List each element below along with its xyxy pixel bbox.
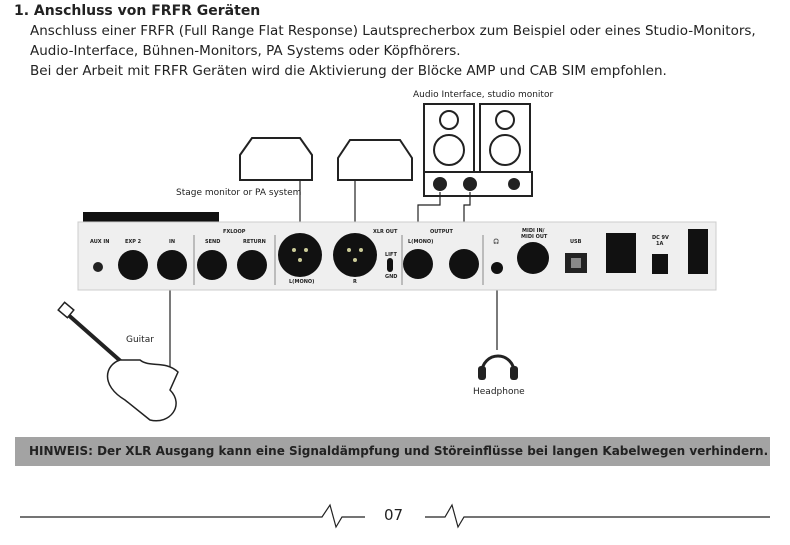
label-lift: LIFT bbox=[385, 252, 397, 258]
note-text: HINWEIS: Der XLR Ausgang kann eine Signa… bbox=[29, 444, 769, 458]
studio-monitor-icon bbox=[423, 103, 531, 173]
label-gnd: GND bbox=[385, 274, 397, 280]
label-dc: DC 9V bbox=[652, 235, 669, 241]
paragraph-line: Audio-Interface, Bühnen-Monitors, PA Sys… bbox=[30, 43, 461, 59]
rear-panel-jacks bbox=[93, 229, 708, 280]
label-fxloop: FXLOOP bbox=[223, 229, 246, 235]
label-midi: MIDI IN/ bbox=[522, 228, 545, 234]
label-output-l: L(MONO) bbox=[408, 239, 433, 245]
guitar-icon bbox=[57, 301, 179, 422]
audio-interface-label: Audio Interface, studio monitor bbox=[413, 90, 553, 100]
guitar-label: Guitar bbox=[126, 335, 154, 345]
label-aux-in: AUX IN bbox=[90, 239, 109, 245]
paragraph-line: Anschluss einer FRFR (Full Range Flat Re… bbox=[30, 23, 756, 39]
label-xlr-r: R bbox=[353, 279, 357, 285]
label-return: RETURN bbox=[243, 239, 266, 245]
headphone-icon bbox=[478, 354, 518, 380]
section-heading: 1. Anschluss von FRFR Geräten bbox=[14, 3, 261, 19]
label-output: OUTPUT bbox=[430, 229, 453, 235]
page-number: 07 bbox=[384, 506, 404, 524]
label-in: IN bbox=[169, 239, 175, 245]
audio-interface-icon bbox=[423, 171, 533, 197]
label-usb: USB bbox=[570, 239, 582, 245]
footer-rule bbox=[20, 503, 770, 529]
label-xlr-l: L(MONO) bbox=[289, 279, 314, 285]
label-dc-amp: 1A bbox=[656, 241, 663, 247]
label-send: SEND bbox=[205, 239, 220, 245]
stage-monitor-label: Stage monitor or PA system bbox=[176, 188, 301, 198]
label-xlr-out: XLR OUT bbox=[373, 229, 398, 235]
stage-monitor-icon bbox=[239, 137, 413, 181]
label-midi-out: MIDI OUT bbox=[521, 234, 548, 240]
label-exp2: EXP 2 bbox=[125, 239, 142, 245]
note-box: HINWEIS: Der XLR Ausgang kann eine Signa… bbox=[15, 437, 770, 466]
paragraph-line: Bei der Arbeit mit FRFR Geräten wird die… bbox=[30, 63, 667, 79]
headphone-label: Headphone bbox=[473, 387, 525, 397]
panel-top-bar bbox=[83, 212, 219, 222]
headphone-jack-icon: 🎧 bbox=[493, 238, 499, 245]
